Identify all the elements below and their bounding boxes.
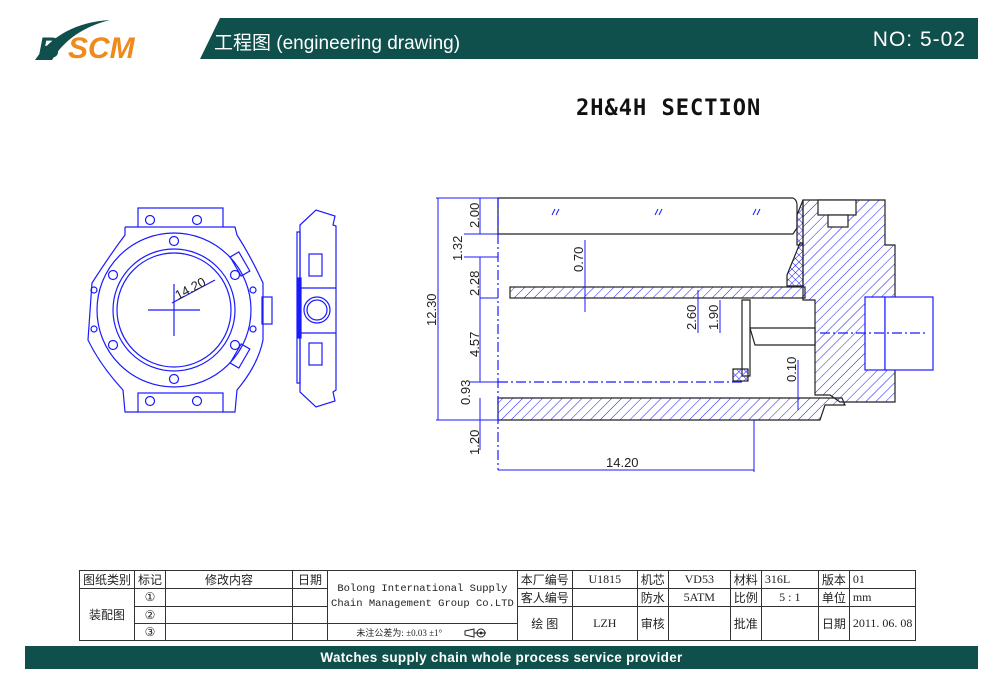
- dimension-labels: 12.30 2.00 1.32 2.28 4.57 0.93 1.20 0.70…: [424, 203, 799, 470]
- dim-2-60: 2.60: [684, 305, 699, 330]
- approve-value: [760, 606, 819, 641]
- dim-2-00: 2.00: [467, 203, 482, 228]
- svg-text:B: B: [38, 32, 60, 64]
- unit-value: mm: [848, 588, 917, 607]
- mark-1: ①: [134, 588, 167, 607]
- mark-2: ②: [134, 606, 167, 624]
- date-header: 日期: [292, 570, 329, 589]
- dim-0-93: 0.93: [458, 380, 473, 405]
- version-value: 01: [848, 570, 917, 589]
- factory-no-label: 本厂编号: [516, 570, 573, 589]
- category-label: 图纸类别: [78, 570, 136, 589]
- front-radius-dim: 14.20: [172, 274, 208, 303]
- projection-symbol-icon: [464, 628, 487, 639]
- bscm-logo: B SCM: [35, 20, 136, 64]
- movement-label: 机芯: [636, 570, 669, 589]
- drawn-value: LZH: [571, 606, 638, 641]
- dim-2-28: 2.28: [467, 271, 482, 296]
- drawn-label: 绘 图: [516, 606, 573, 641]
- header-title: 工程图 (engineering drawing): [214, 33, 461, 54]
- unit-label: 单位: [817, 588, 850, 607]
- factory-no: U1815: [571, 570, 638, 589]
- screw: [817, 199, 857, 216]
- bezel-gasket: [786, 242, 804, 287]
- scale-label: 比例: [729, 588, 762, 607]
- dimension-lines: [436, 197, 799, 472]
- crystal: [497, 197, 798, 235]
- date-label: 日期: [817, 606, 850, 641]
- water-label: 防水: [636, 588, 669, 607]
- tolerance-note: 未注公差为: ±0.03 ±1°: [356, 627, 443, 638]
- review-value: [667, 606, 731, 641]
- dim-4-57: 4.57: [467, 332, 482, 357]
- dim-12-30: 12.30: [424, 293, 439, 326]
- side-view: [296, 209, 337, 408]
- dim-1-90: 1.90: [706, 305, 721, 330]
- dim-0-70: 0.70: [571, 247, 586, 272]
- drawing-number: NO: 5-02: [872, 28, 966, 51]
- dim-0-10: 0.10: [784, 357, 799, 382]
- water-value: 5ATM: [667, 588, 731, 607]
- footer-banner: Watches supply chain whole process servi…: [25, 646, 978, 669]
- section-title: 2H&4H SECTION: [576, 96, 762, 121]
- category-value: 装配图: [78, 588, 136, 641]
- movement-value: VD53: [667, 570, 731, 589]
- date-value: 2011. 06. 08: [848, 606, 917, 641]
- change-header: 修改内容: [165, 570, 294, 589]
- company-line1: Bolong International Supply: [337, 583, 508, 595]
- review-label: 审核: [636, 606, 669, 641]
- company-line2: Chain Management Group Co.LTD: [331, 598, 514, 610]
- scale-value: 5 : 1: [760, 588, 819, 607]
- mark-3: ③: [134, 623, 167, 641]
- dial: [509, 286, 806, 299]
- version-label: 版本: [817, 570, 850, 589]
- dim-14-20: 14.20: [606, 455, 639, 470]
- dim-1-32: 1.32: [450, 236, 465, 261]
- approve-label: 批准: [729, 606, 762, 641]
- client-no-label: 客人编号: [516, 588, 573, 607]
- front-view: [87, 207, 273, 413]
- engineering-drawing: 14.20: [87, 197, 934, 472]
- bezel-screws: [90, 214, 257, 407]
- material-label: 材料: [729, 570, 762, 589]
- title-block: 图纸类别 标记 修改内容 日期 Bolong International Sup…: [78, 570, 917, 641]
- header-bar: [200, 18, 978, 59]
- gasket: [796, 199, 804, 246]
- section-view: [497, 197, 934, 470]
- caseback: [497, 397, 846, 421]
- mark-header: 标记: [134, 570, 167, 589]
- client-no: [571, 588, 638, 607]
- svg-text:SCM: SCM: [68, 32, 136, 64]
- material-value: 316L: [760, 570, 819, 589]
- dim-1-20: 1.20: [467, 430, 482, 455]
